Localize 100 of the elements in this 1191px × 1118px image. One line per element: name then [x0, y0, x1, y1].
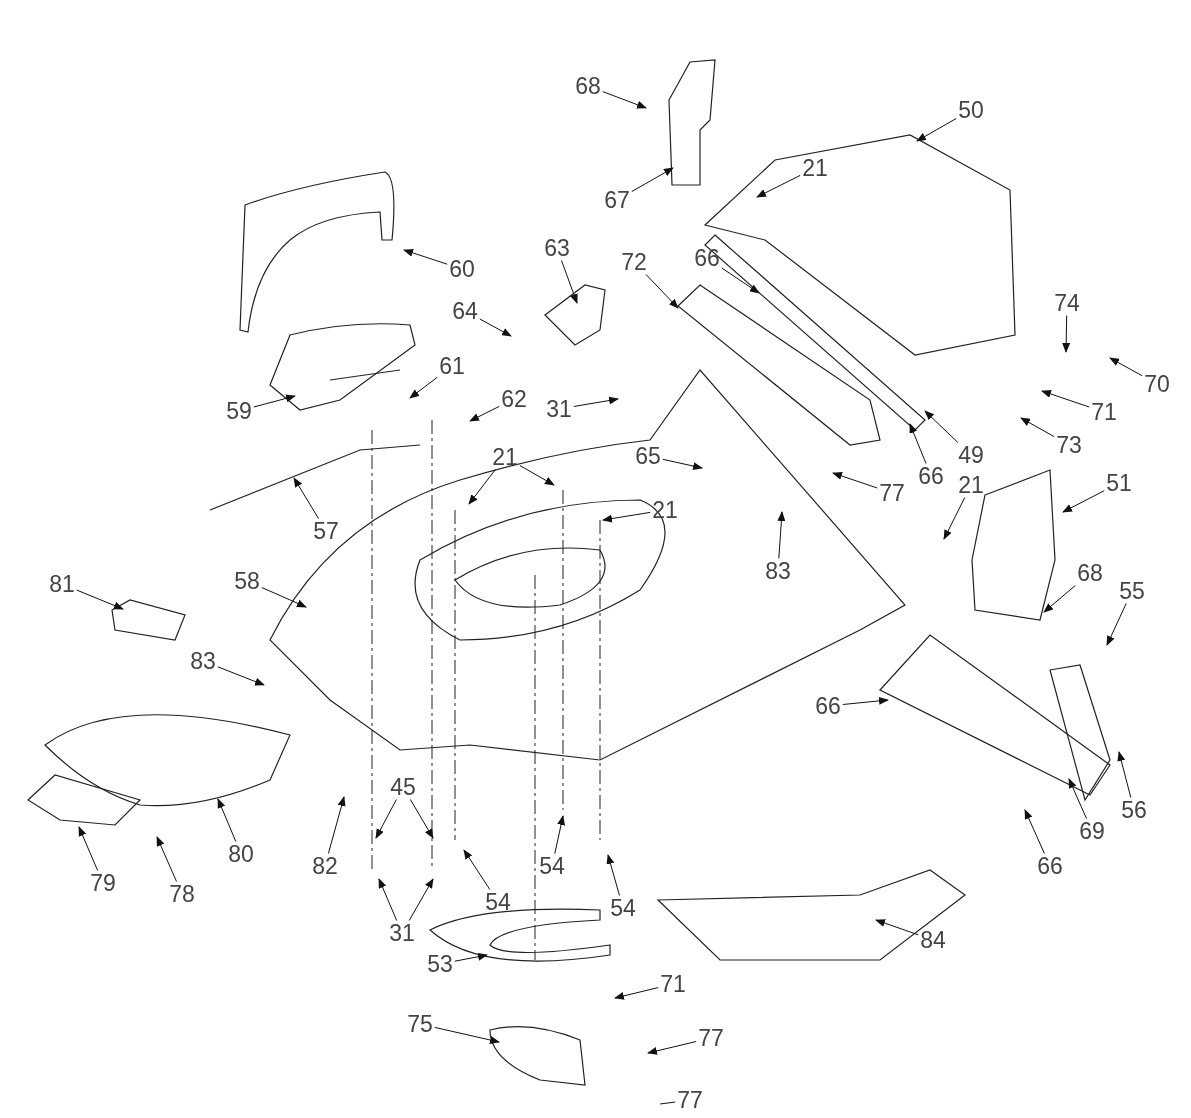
leader-line: [842, 696, 889, 705]
leader-line: [1043, 585, 1076, 613]
leader-line: [403, 249, 448, 265]
leader-line: [378, 878, 398, 921]
leader-line: [777, 511, 786, 559]
leader-line: [434, 1026, 500, 1044]
leader-line: [409, 799, 434, 839]
leader-line: [293, 477, 319, 519]
callout-number: 74: [1054, 291, 1080, 315]
callout-number: 63: [544, 236, 570, 260]
callout-number: 77: [698, 1026, 724, 1050]
callout-number: 54: [610, 896, 636, 920]
leader-line: [1117, 751, 1132, 798]
leader-line: [409, 376, 438, 399]
leader-line: [469, 405, 500, 422]
callout-number: 83: [765, 559, 791, 583]
callout-number: 68: [575, 74, 601, 98]
leader-line: [217, 666, 265, 686]
callout-number: 83: [190, 649, 216, 673]
leader-line: [327, 796, 346, 854]
callout-number: 65: [635, 444, 661, 468]
leader-line: [606, 854, 620, 896]
leader-line: [375, 799, 397, 839]
leader-line: [454, 952, 488, 962]
callout-number: 70: [1144, 372, 1170, 396]
callout-number: 71: [660, 972, 686, 996]
callout-number: 61: [439, 354, 465, 378]
callout-number: 75: [407, 1012, 433, 1036]
callout-number: 72: [621, 250, 647, 274]
leader-line: [1024, 809, 1045, 854]
callout-number: 81: [49, 572, 75, 596]
leader-line: [1068, 778, 1087, 819]
leader-line: [909, 423, 927, 464]
leader-line: [602, 91, 647, 109]
leader-line: [924, 410, 959, 443]
callout-number: 80: [228, 842, 254, 866]
leader-line: [479, 318, 512, 337]
leader-line: [261, 587, 307, 608]
callout-number: 60: [449, 257, 475, 281]
leader-line: [875, 919, 919, 936]
leader-line: [647, 1041, 697, 1055]
leader-line: [519, 465, 555, 486]
callout-number: 69: [1079, 819, 1105, 843]
leader-line: [645, 274, 679, 309]
callout-number: 59: [226, 399, 252, 423]
leader-line: [602, 511, 651, 523]
callout-number: 64: [452, 299, 478, 323]
leader-line: [614, 987, 659, 1000]
callout-number: 66: [815, 694, 841, 718]
callout-number: 49: [958, 443, 984, 467]
leader-line: [573, 396, 619, 407]
leader-line: [721, 267, 760, 294]
callout-number: 57: [313, 519, 339, 543]
callout-number: 55: [1119, 579, 1145, 603]
callout-number: 21: [802, 156, 828, 180]
callout-number: 66: [694, 246, 720, 270]
callout-number: 62: [501, 387, 527, 411]
leader-line: [943, 497, 966, 540]
callout-number: 21: [492, 445, 518, 469]
leader-line: [1041, 390, 1090, 408]
callout-number: 53: [427, 952, 453, 976]
callout-number: 77: [879, 481, 905, 505]
callout-number: 66: [918, 464, 944, 488]
leader-line: [1020, 417, 1055, 438]
callout-number: 82: [312, 854, 338, 878]
callout-number: 51: [1106, 471, 1132, 495]
leader-line: [1062, 315, 1071, 353]
leader-line: [463, 849, 491, 890]
callout-number: 84: [920, 928, 946, 952]
leader-line: [1106, 603, 1127, 646]
callout-number: 54: [485, 890, 511, 914]
leader-line: [554, 815, 565, 854]
leader-line: [76, 589, 124, 610]
callout-number: 68: [1077, 561, 1103, 585]
callout-number: 54: [539, 854, 565, 878]
leader-line: [253, 394, 296, 408]
leader-line: [156, 836, 177, 882]
leader-line: [468, 469, 496, 505]
callout-number: 58: [234, 569, 260, 593]
callout-number: 77: [677, 1088, 703, 1112]
leader-line: [1109, 357, 1143, 377]
callout-number: 21: [958, 473, 984, 497]
callout-number: 31: [546, 397, 572, 421]
callout-number: 45: [390, 775, 416, 799]
callout-number: 73: [1056, 433, 1082, 457]
leader-line: [756, 174, 801, 198]
callout-number: 56: [1121, 798, 1147, 822]
leader-line: [832, 472, 878, 489]
callout-number: 78: [169, 882, 195, 906]
callout-number: 71: [1091, 400, 1117, 424]
leader-line: [78, 826, 99, 871]
callout-number: 66: [1037, 854, 1063, 878]
leader-line: [1062, 490, 1105, 513]
leader-line: [561, 260, 578, 304]
callout-number: 50: [958, 98, 984, 122]
callout-number: 21: [652, 498, 678, 522]
leader-line: [662, 458, 703, 470]
callout-number: 67: [604, 188, 630, 212]
leader-line: [217, 798, 237, 842]
leader-line: [916, 118, 957, 142]
